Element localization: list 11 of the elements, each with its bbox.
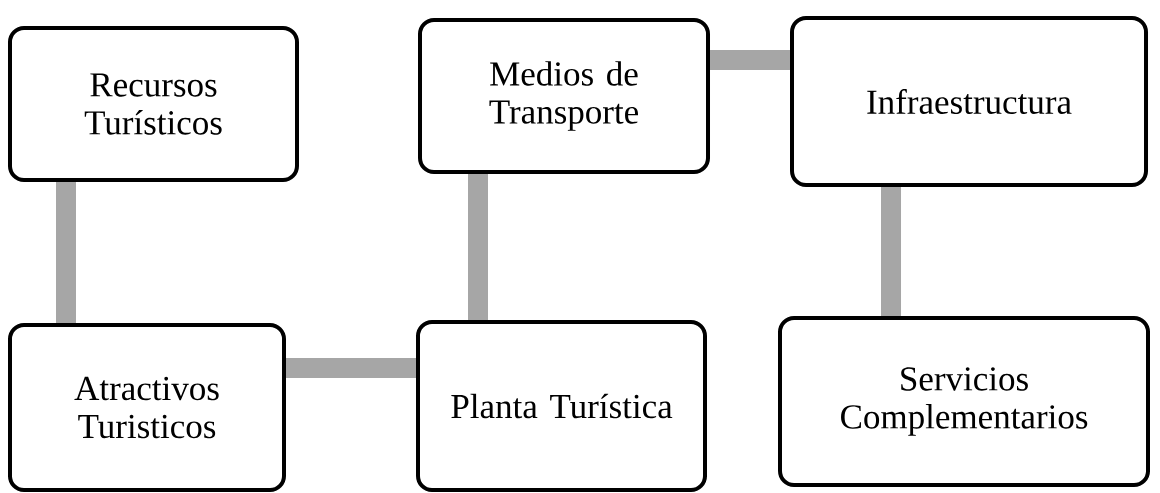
connector-line: [881, 187, 901, 316]
process-box: Medios de Transporte: [418, 18, 710, 174]
process-box: Recursos Turísticos: [8, 26, 299, 182]
process-box: Atractivos Turisticos: [8, 323, 286, 492]
process-box: Infraestructura: [790, 16, 1148, 187]
connector-line: [468, 174, 488, 320]
connector-line: [56, 182, 76, 323]
process-box: Planta Turística: [416, 320, 707, 492]
process-box: Servicios Complementarios: [778, 316, 1150, 487]
connector-line: [710, 50, 790, 70]
connector-line: [286, 358, 416, 378]
